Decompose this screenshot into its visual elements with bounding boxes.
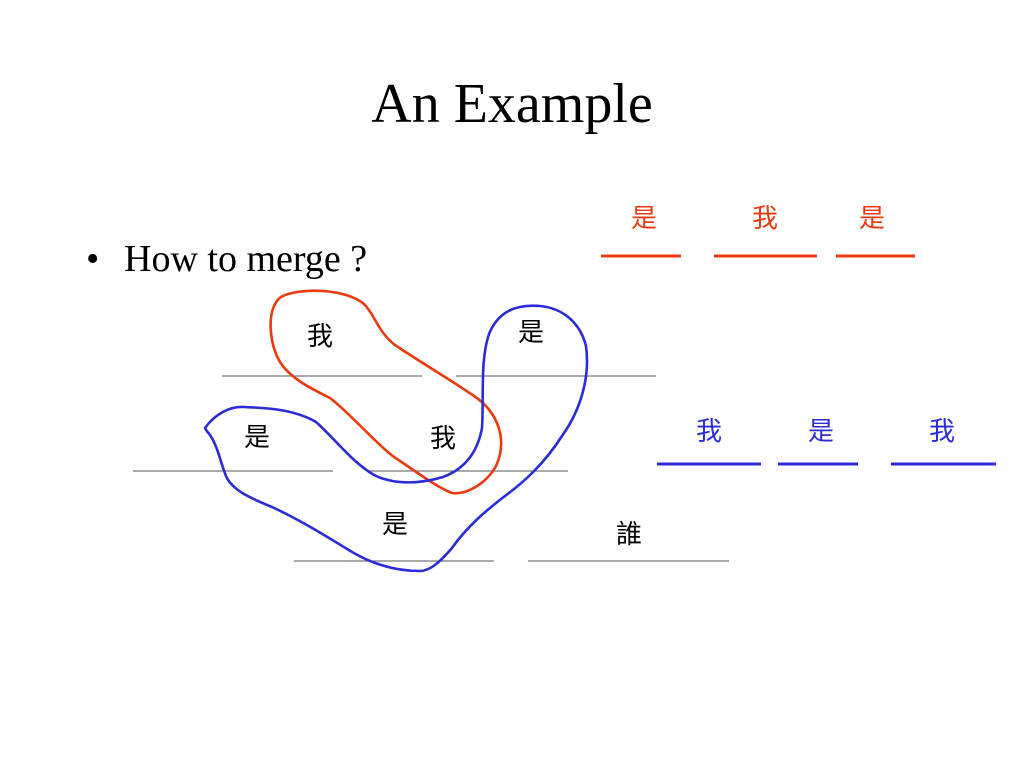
bullet-item: • How to merge ? [86,236,367,282]
blue-loop [203,304,589,573]
red-sequence: 是 我 是 [601,204,915,258]
red-loop [269,289,503,495]
blue-seq-char-3: 我 [929,417,955,447]
node-char-1: 我 [307,322,333,352]
node-char-5: 是 [382,510,408,540]
red-seq-char-3: 是 [859,204,885,234]
node-char-3: 是 [244,423,270,453]
node-char-4: 我 [430,424,456,454]
blue-seq-char-2: 是 [808,417,834,447]
bullet-text: How to merge ? [124,238,368,280]
red-seq-char-1: 是 [631,204,657,234]
slide-title: An Example [371,73,653,135]
bullet-marker: • [86,238,100,280]
blue-sequence: 我 是 我 [657,417,996,466]
node-char-2: 是 [518,318,544,348]
blue-seq-char-1: 我 [696,417,722,447]
red-seq-char-2: 我 [752,204,778,234]
node-chars: 我 是 是 我 是 誰 [244,318,642,550]
node-char-6: 誰 [616,520,642,550]
